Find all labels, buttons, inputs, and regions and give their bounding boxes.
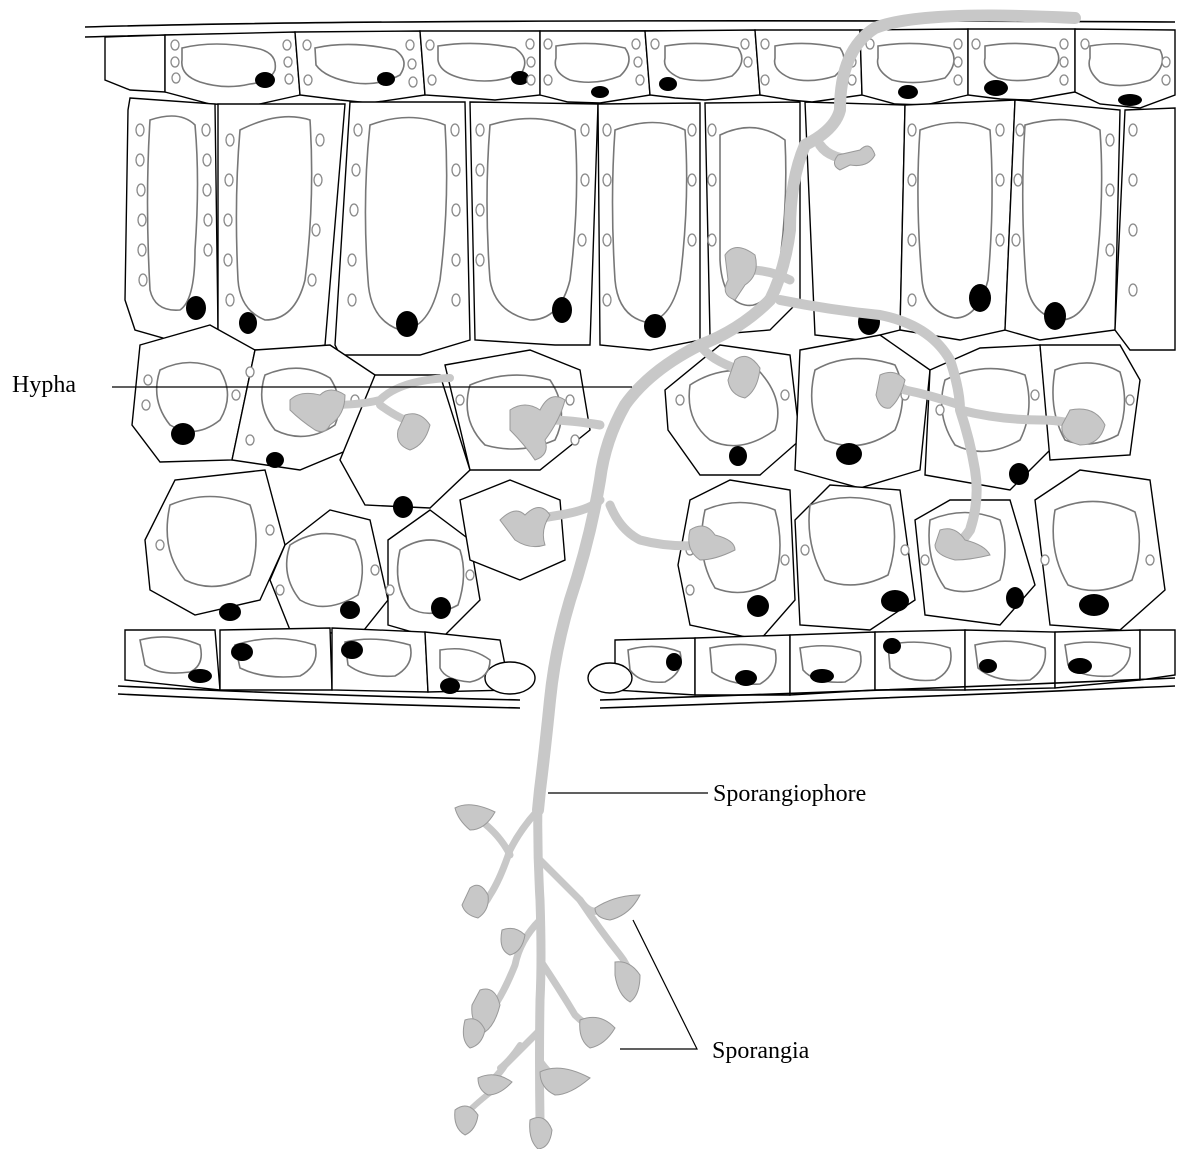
- label-hypha: Hypha: [12, 372, 76, 398]
- label-sporangiophore: Sporangiophore: [713, 781, 866, 807]
- upper-epidermis: [105, 29, 1175, 108]
- palisade-layer: [125, 98, 1175, 355]
- lower-epidermis: [118, 628, 1175, 708]
- sporangiophore: [455, 800, 640, 1149]
- label-sporangia: Sporangia: [712, 1038, 810, 1064]
- guard-cell-left: [485, 662, 535, 694]
- guard-cell-right: [588, 663, 632, 693]
